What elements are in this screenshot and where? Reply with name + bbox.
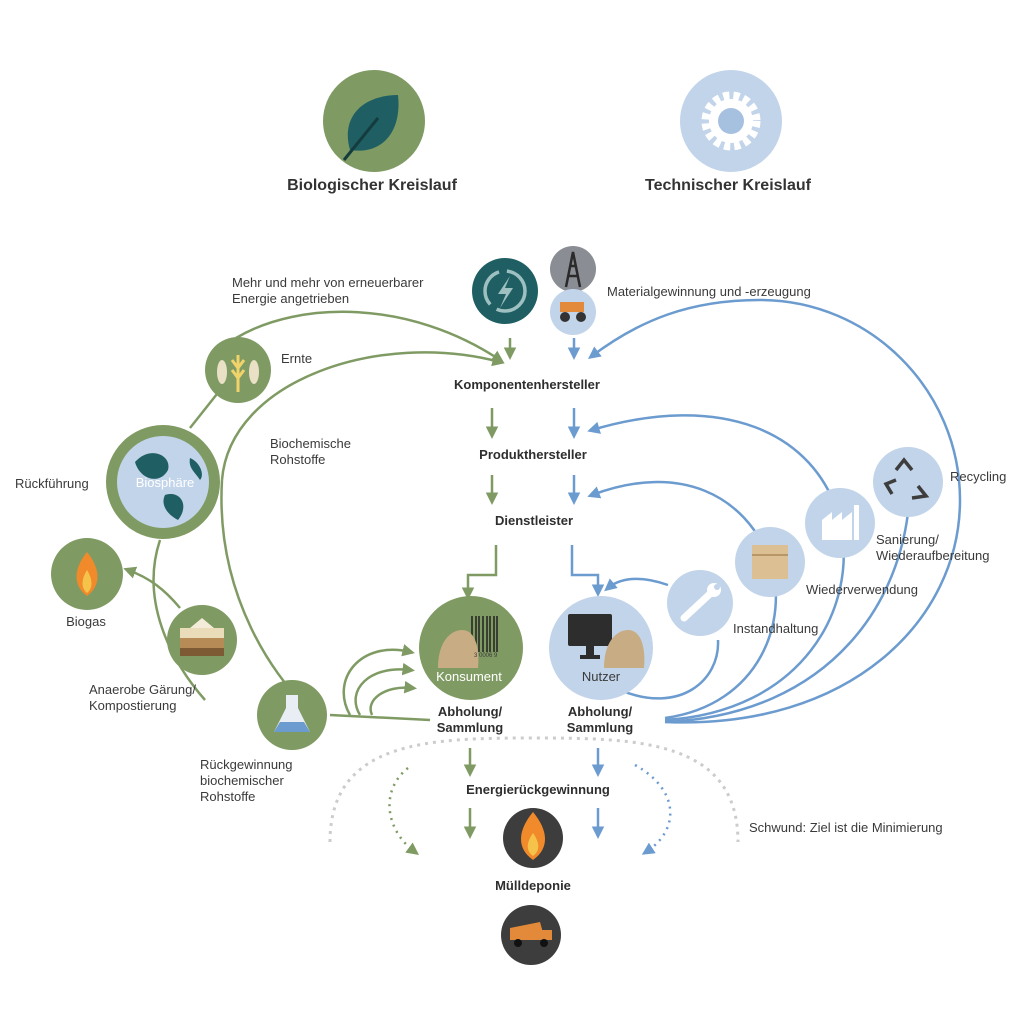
consumer-barcode-icon [419,596,523,700]
renewable-energy-icon [472,258,538,324]
box-icon [735,527,805,597]
renewable-energy-label: Mehr und mehr von erneuerbarer Energie a… [232,275,424,306]
collection-to-recovery-line [329,713,431,722]
maintenance-arrow [604,577,669,592]
blue-leakage-dotted [634,763,672,855]
globe-icon [106,425,220,539]
anaerobic-label: Anaerobe Gärung/ Kompostierung [89,682,196,713]
maintenance-loop [619,639,720,700]
material-label: Materialgewinnung und -erzeugung [607,284,811,299]
maintenance-label: Instandhaltung [733,621,819,636]
return-label: Rückführung [15,476,89,491]
return-ring-left [152,539,206,701]
collection-bio-label: Abholung/ Sammlung [436,704,504,735]
flame-icon [51,538,123,610]
biogas-label: Biogas [66,614,106,629]
loop-arrow-1 [342,644,415,716]
reuse-label: Wiederverwendung [806,582,919,597]
harvest-to-components-arrow [235,310,505,363]
products-label: Produkthersteller [479,447,587,462]
wheat-fish-icon [205,337,271,403]
factory-icon [805,488,875,558]
biological-flows [123,310,517,855]
recycling-label: Recycling [950,469,1007,484]
soil-icon [167,605,237,675]
services-to-user-blue [570,545,605,597]
dump-truck-icon [501,905,561,965]
user-label: Nutzer [581,669,621,684]
barcode-number: 3 0006 9 [474,653,498,659]
anaerobic-to-biogas-arrow [123,566,181,609]
recycling-end [664,479,912,724]
collection-tech-label: Abholung/ Sammlung [566,704,634,735]
biological-cycle-title: Biologischer Kreislauf [287,177,457,194]
recycling-loop [587,298,962,724]
technical-cycle-title: Technischer Kreislauf [645,177,811,194]
biochemical-loop-arc [220,479,301,701]
leaf-icon [323,70,425,172]
oil-rig-icon [550,246,596,292]
consumer-label: Konsument [436,669,502,684]
wrench-icon [667,570,733,636]
fire-icon [503,808,563,868]
loop-arrow-2 [354,662,415,716]
biochemical-label: Biochemische Rohstoffe [270,436,351,467]
energy-recovery-label: Energierückgewinnung [466,782,610,797]
leakage-label: Schwund: Ziel ist die Minimierung [749,820,943,835]
recovery-label: Rückgewinnung biochemischer Rohstoffe [200,757,293,804]
flask-icon [257,680,327,750]
harvest-label: Ernte [281,351,313,366]
services-to-consumer-green [461,545,498,600]
green-leakage-dotted [388,767,420,855]
mining-truck-icon [550,289,596,335]
components-label: Komponentenhersteller [454,377,600,392]
gear-icon [680,70,782,172]
services-label: Dienstleister [494,513,574,528]
biochemical-to-components-arrow [220,351,505,481]
landfill-label: Mülldeponie [495,878,571,893]
biosphere-label: Biosphäre [135,475,195,490]
recycling-icon [873,447,943,517]
monitor-user-icon [549,596,653,700]
loop-arrow-3 [369,680,417,716]
refurbish-label: Sanierung/ Wiederaufbereitung [876,532,990,563]
